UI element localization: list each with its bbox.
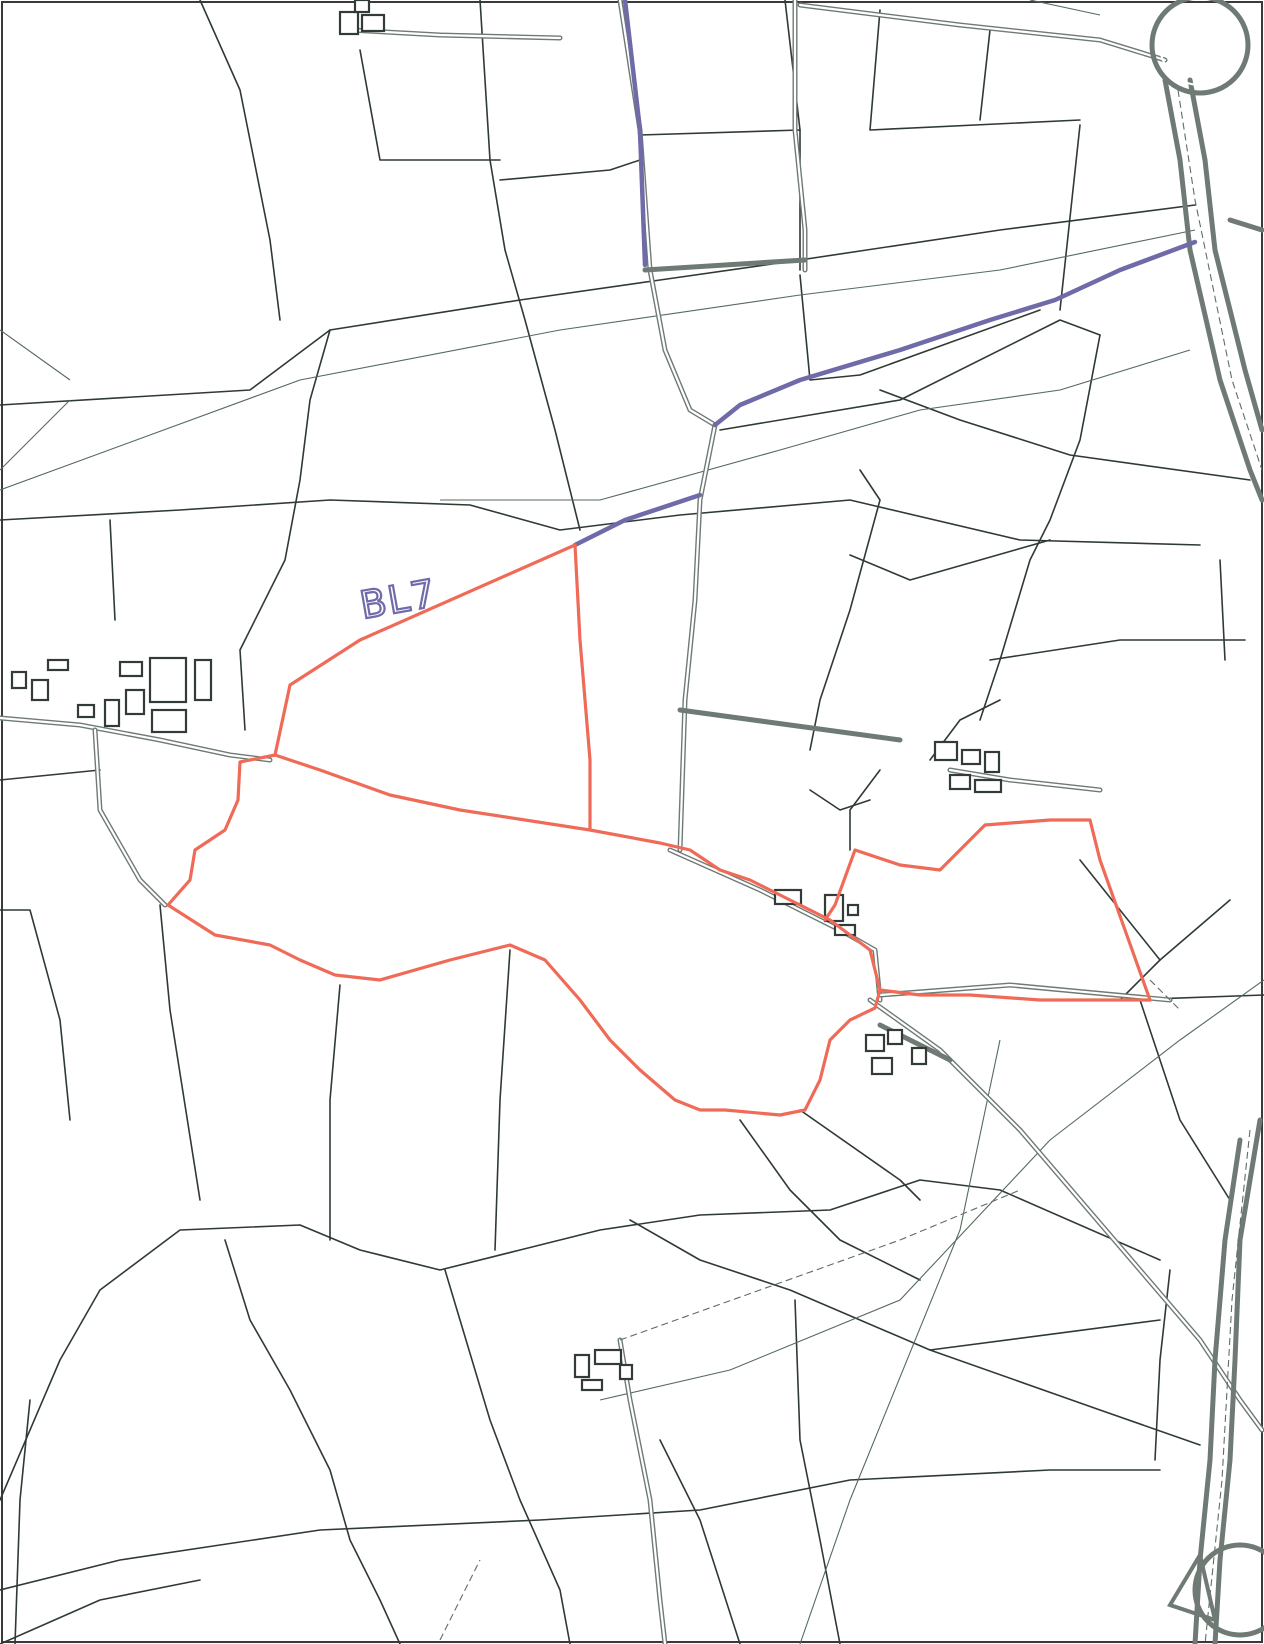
site-boundary: [166, 543, 1152, 1117]
tracks: [439, 979, 1181, 1641]
buildings-west-village: [10, 656, 213, 734]
roundabout-north-icon: [1149, 0, 1251, 96]
buildings-farm-east: [933, 740, 1003, 794]
route-bl7: [572, 0, 1198, 548]
buildings-north: [338, 0, 386, 36]
route-label-bl7: BL7: [357, 571, 441, 628]
roundabout-south-icon: [1167, 1542, 1264, 1638]
buildings-farm-south: [864, 1028, 928, 1076]
buildings-south: [573, 1348, 634, 1392]
dual-carriageway: [1162, 77, 1264, 1644]
